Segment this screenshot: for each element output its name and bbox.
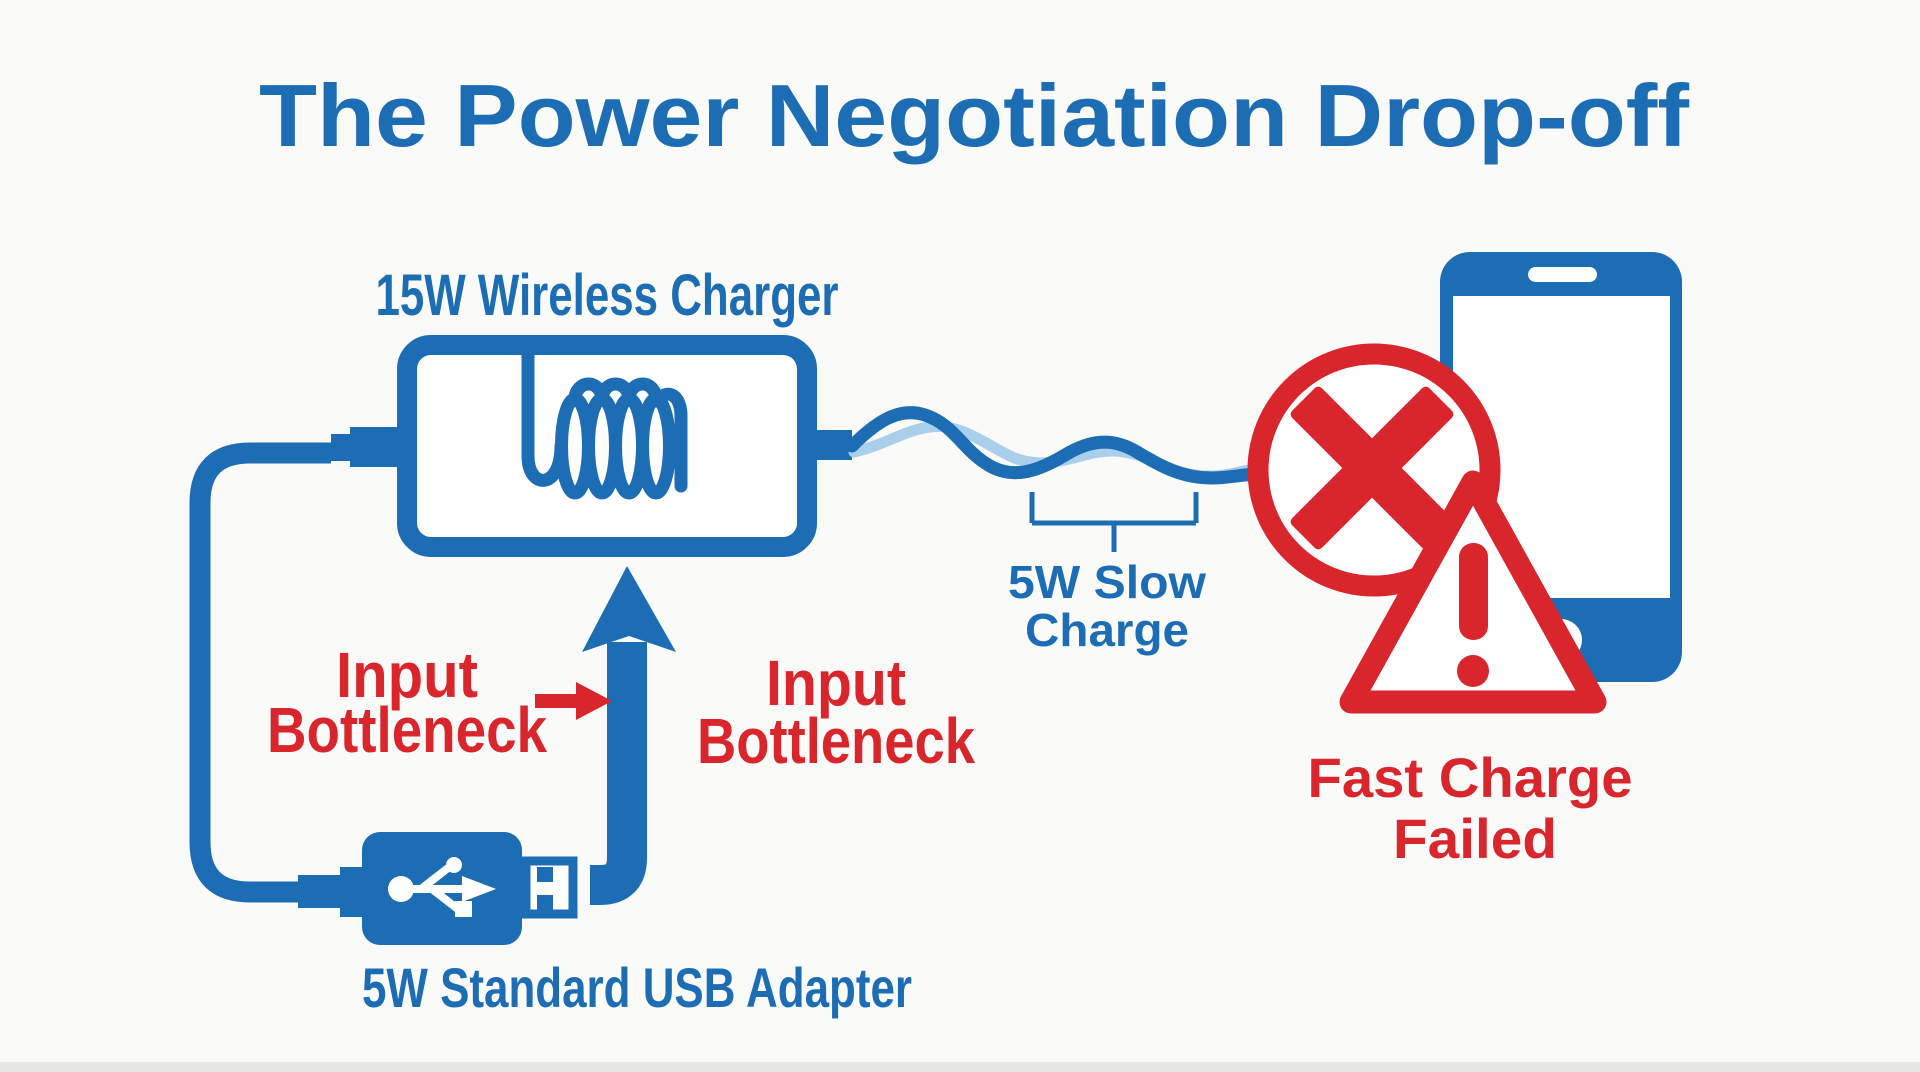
failure-label-line1: Fast Charge [1308, 746, 1633, 809]
phone-speaker-icon [1528, 267, 1597, 282]
usb-adapter-icon: 5W Standard USB Adapter [298, 832, 912, 1019]
exclamation-bar [1459, 543, 1488, 640]
power-cable [189, 442, 331, 903]
slow-charge-label-line1: 5W Slow [1008, 556, 1206, 608]
bracket-icon [1029, 492, 1199, 552]
usb-connector-icon [521, 856, 578, 919]
bottleneck-left-callout: Input Bottleneck [267, 639, 612, 766]
bottleneck-left-line2: Bottleneck [267, 694, 547, 766]
bottleneck-right-line2: Bottleneck [697, 705, 975, 777]
bottom-edge-strip [0, 1062, 1920, 1072]
charger-plug-step-icon [331, 434, 353, 461]
charger-label: 15W Wireless Charger [376, 263, 839, 328]
adapter-stub-large [340, 867, 365, 917]
slow-charge-label-line2: Charge [1025, 604, 1189, 656]
up-arrow-icon [582, 566, 676, 905]
x-circle-icon [1247, 343, 1501, 597]
charger-plug-icon [350, 427, 400, 467]
slow-charge-callout: 5W Slow Charge [1008, 492, 1206, 656]
fast-charge-failed-callout: Fast Charge Failed [1308, 746, 1633, 870]
charger-body [397, 335, 817, 557]
wavy-connection-icon [845, 406, 1328, 487]
failure-label-line2: Failed [1393, 807, 1557, 870]
adapter-stub-small [298, 875, 344, 908]
wireless-charger-icon: 15W Wireless Charger [331, 263, 852, 557]
coil-icon [521, 341, 688, 500]
usb-trident-icon [388, 857, 496, 917]
bottleneck-right-callout: Input Bottleneck [697, 647, 975, 777]
warning-triangle-icon [1339, 470, 1607, 714]
page-title: The Power Negotiation Drop-off [259, 66, 1690, 165]
exclamation-dot [1457, 655, 1489, 687]
adapter-label: 5W Standard USB Adapter [362, 956, 912, 1019]
bottleneck-right-line1: Input [766, 647, 906, 719]
bottleneck-arrow-icon [535, 682, 612, 720]
bottleneck-left-line1: Input [336, 639, 478, 711]
